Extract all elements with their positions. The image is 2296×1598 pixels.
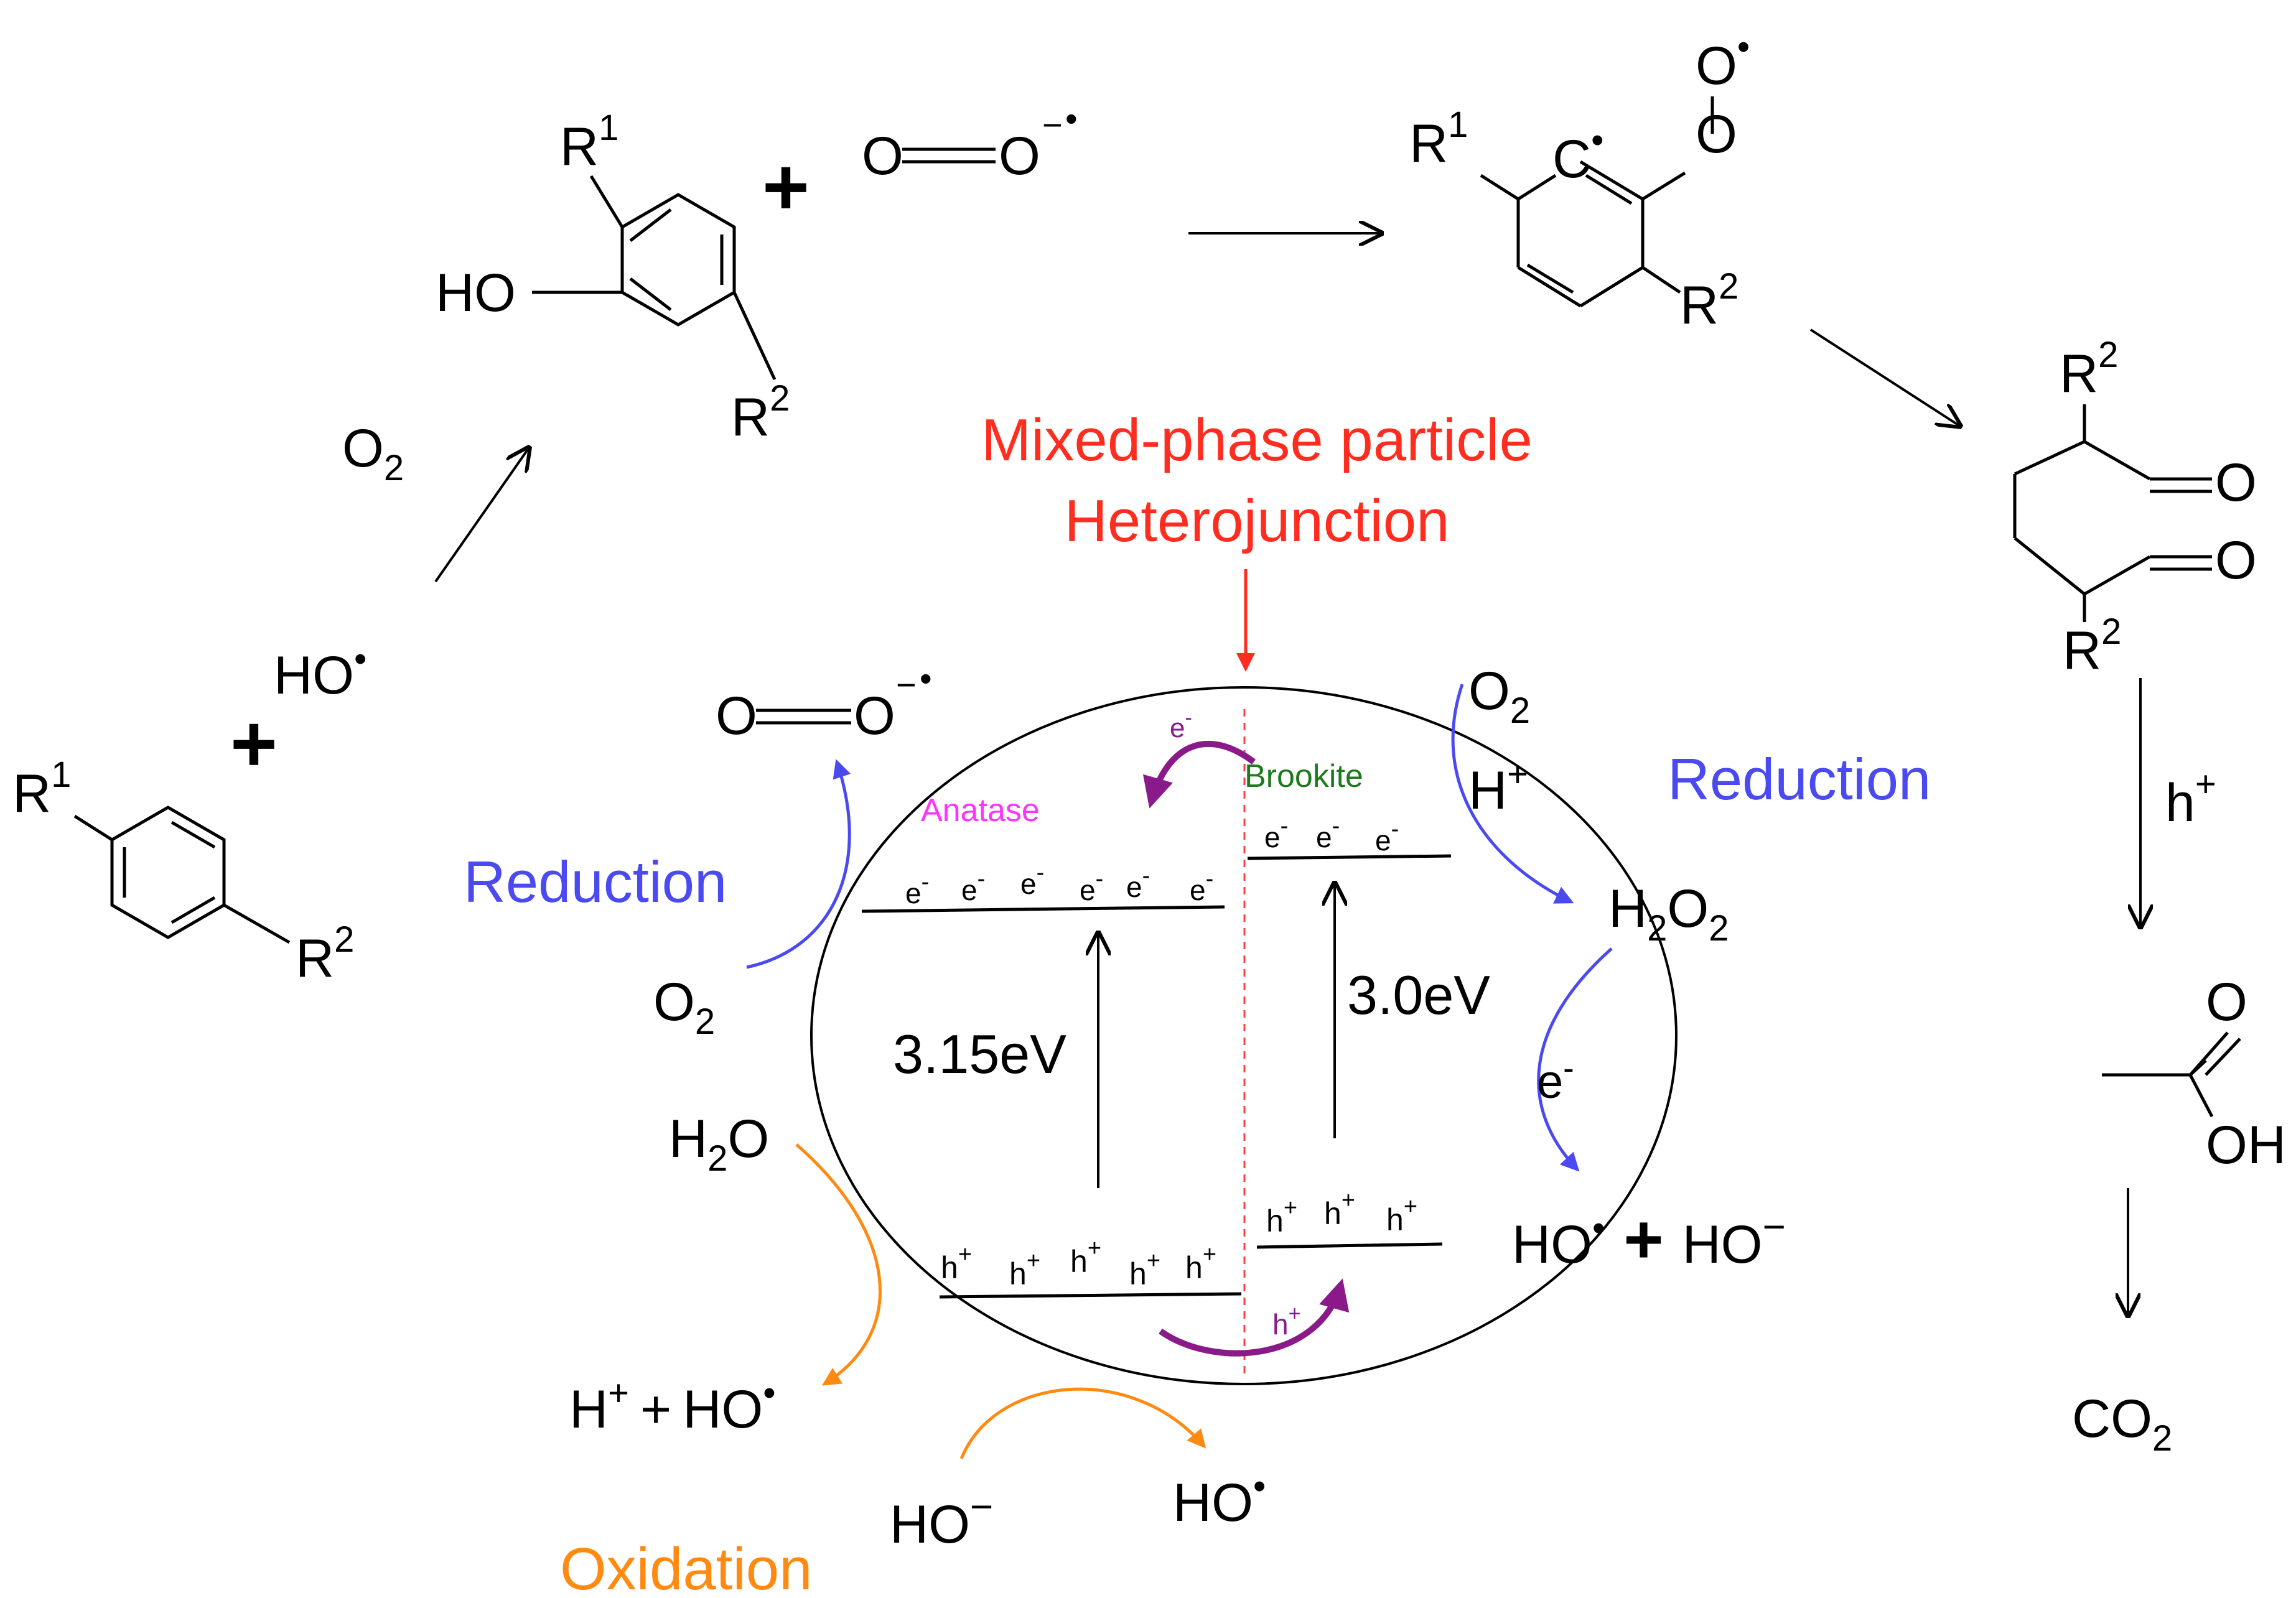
electron: e- — [961, 866, 985, 906]
hole: h+ — [941, 1242, 972, 1285]
substituted-benzene — [73, 806, 291, 944]
anatase-conduction-band — [861, 905, 1225, 913]
svg-text:O: O — [999, 126, 1040, 186]
intermediate-carbon-radical: C• — [1552, 120, 1603, 189]
electron: e- — [1190, 866, 1213, 906]
electron-transfer-arrow — [1142, 741, 1256, 809]
electron: e- — [1080, 866, 1103, 906]
oxidation-label: Oxidation — [560, 1536, 813, 1598]
dialdehyde-r2-bottom: R2 — [2063, 611, 2121, 681]
benzene-r2: R2 — [296, 919, 354, 988]
hole: h+ — [1129, 1248, 1160, 1291]
acetic-acid-oxygen: O — [2206, 972, 2247, 1032]
anatase-valence-band — [939, 1292, 1242, 1299]
peroxide-products: HO•+HO− — [1512, 1201, 1786, 1278]
title-line2: Heterojunction — [1064, 488, 1449, 554]
dialdehyde-oxygen-bottom: O — [2215, 531, 2257, 590]
ring-opening-arrow — [1809, 328, 1960, 426]
electron-transfer-label: e- — [1170, 706, 1192, 743]
benzene-plus: + — [230, 698, 278, 789]
hydrogen-peroxide: H2O2 — [1608, 879, 1729, 949]
brookite-conduction-band — [1247, 854, 1452, 860]
oxygen-reagent: O2 — [342, 419, 404, 488]
dialdehyde-molecule — [2013, 404, 2212, 622]
reduction-label-right: Reduction — [1668, 746, 1931, 812]
carbon-dioxide-label: CO2 — [2072, 1389, 2172, 1459]
title-line1: Mixed-phase particle — [981, 407, 1533, 473]
hydroxyl-radical-bottom: HO• — [1173, 1466, 1266, 1533]
hole: h+ — [1070, 1235, 1101, 1279]
brookite-band-gap: 3.0eV — [1347, 964, 1490, 1026]
hole-oxidant-label: h+ — [2165, 764, 2216, 833]
hydroxylation-arrow — [434, 448, 529, 583]
svg-text:O: O — [716, 686, 757, 746]
peroxide-reduction-arrow — [1537, 947, 1613, 1172]
anatase-electrons: e- e- e- e- e- e- — [905, 860, 1213, 909]
phenol-r2: R2 — [731, 378, 790, 447]
electron: e- — [905, 869, 929, 909]
hole: h+ — [1266, 1195, 1297, 1238]
hydroxyl-radical-reagent: HO• — [274, 639, 366, 705]
electron: e- — [1020, 860, 1044, 900]
reduction-arrow-left — [746, 759, 851, 969]
anatase-band-gap: 3.15eV — [893, 1023, 1066, 1085]
dialdehyde-r2-top: R2 — [2060, 335, 2118, 404]
acetic-acid-molecule — [2102, 1031, 2241, 1118]
peroxide-electron: e- — [1537, 1051, 1574, 1108]
svg-text:−: − — [1042, 105, 1063, 144]
oxygen-right: O2 — [1468, 661, 1530, 731]
hole: h+ — [1386, 1194, 1417, 1237]
superoxide-product: O O − • — [716, 659, 932, 746]
hole-transfer-label: h+ — [1272, 1302, 1300, 1340]
oxidation-arrow-hydroxide — [959, 1387, 1206, 1459]
svg-text:•: • — [1065, 99, 1078, 138]
water-oxidation-products: H++HO• — [569, 1373, 776, 1439]
oxygen-left: O2 — [653, 972, 715, 1042]
oxidation-arrow-water — [795, 1143, 882, 1386]
phase-label-brookite: Brookite — [1244, 758, 1363, 794]
intermediate-r2: R2 — [1680, 266, 1738, 335]
mixed-phase-particle: Anatase Brookite 3.15eV 3.0eV e- e- e- e… — [810, 686, 1678, 1385]
phenol-r1: R1 — [560, 108, 618, 177]
acetic-acid-hydroxyl: OH — [2206, 1115, 2286, 1175]
superoxide-reagent: O O − • — [862, 99, 1078, 186]
hole: h+ — [1009, 1248, 1040, 1291]
phenol-ho: HO — [436, 263, 516, 323]
brookite-holes: h+ h+ h+ — [1266, 1187, 1417, 1238]
reduction-arrow-right — [1451, 684, 1574, 904]
proton-right: H+ — [1468, 754, 1528, 820]
svg-text:−: − — [896, 665, 917, 704]
electron: e- — [1126, 863, 1150, 903]
phenol-molecule — [532, 175, 777, 381]
benzene-r1: R1 — [12, 755, 71, 824]
intermediate-oxygen-lower: O — [1696, 105, 1737, 164]
particle-circle — [810, 686, 1678, 1385]
electron: e- — [1316, 813, 1340, 853]
brookite-valence-band — [1256, 1242, 1443, 1249]
hydroxide-label: HO− — [890, 1484, 993, 1554]
phenol-plus: + — [762, 141, 810, 232]
hole-transfer-arrow — [1159, 1278, 1350, 1357]
svg-text:•: • — [920, 659, 932, 698]
intermediate-oxygen-upper: O• — [1696, 27, 1750, 96]
brookite-electrons: e- e- e- — [1264, 813, 1399, 857]
svg-text:O: O — [854, 686, 895, 746]
svg-text:O: O — [862, 126, 903, 186]
electron: e- — [1375, 816, 1399, 857]
intermediate-r1: R1 — [1409, 105, 1468, 174]
reduction-label-left: Reduction — [464, 849, 727, 914]
hole: h+ — [1324, 1187, 1355, 1231]
anatase-holes: h+ h+ h+ h+ h+ — [941, 1235, 1216, 1291]
phase-label-anatase: Anatase — [921, 792, 1040, 829]
water-label: H2O — [669, 1109, 769, 1179]
peroxyl-intermediate — [1480, 96, 1714, 308]
hole: h+ — [1185, 1242, 1216, 1285]
electron: e- — [1264, 813, 1288, 853]
dialdehyde-oxygen-top: O — [2215, 453, 2257, 513]
